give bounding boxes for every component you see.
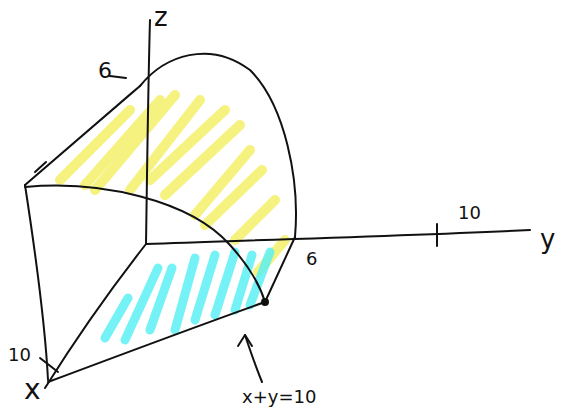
axis-value: 6 [306,250,317,268]
axis-letter: x [24,376,41,404]
axis-value: 10 [458,204,481,222]
axis-letter: z [154,4,168,30]
axes [40,20,530,388]
axis-letter: y [540,226,555,252]
axis-value: 10 [8,346,31,364]
equation-label: x+y=10 [242,388,316,406]
axis-value: 6 [98,60,112,82]
yellow-hatching [60,95,285,272]
region-outline [25,54,296,382]
